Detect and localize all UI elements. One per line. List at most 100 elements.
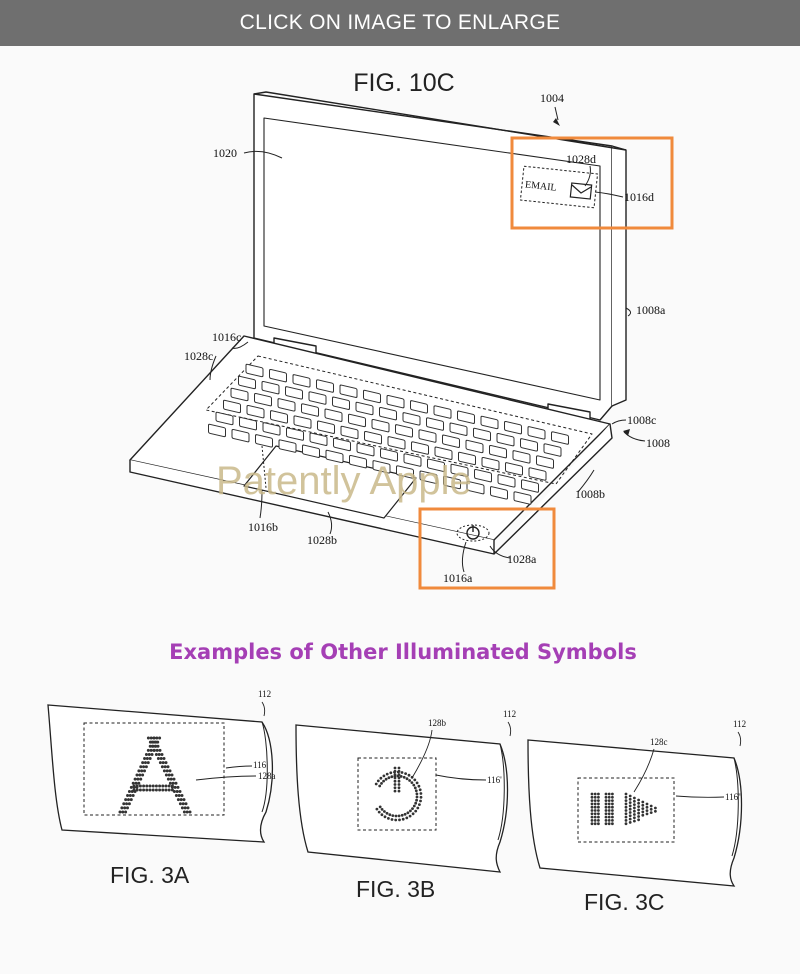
symbol-dot — [607, 805, 611, 809]
symbol-dot — [151, 788, 155, 792]
symbol-dot — [183, 806, 187, 810]
keyboard-key — [363, 389, 381, 404]
symbol-dot — [145, 784, 149, 788]
symbol-dot — [415, 798, 418, 802]
keyboard-key — [434, 446, 453, 460]
symbol-dot — [124, 798, 128, 802]
symbol-dot — [407, 773, 411, 777]
symbol-dot — [401, 817, 405, 821]
symbol-dot — [624, 822, 628, 826]
keyboard-key — [490, 486, 508, 500]
symbol-dot — [174, 781, 178, 785]
symbol-dot — [628, 801, 632, 804]
symbol-dot — [645, 809, 649, 812]
symbol-dot — [384, 777, 388, 781]
keyboard-key — [528, 467, 547, 481]
fig-3b-ref-128: 128b — [428, 718, 447, 728]
power-icon — [466, 525, 480, 540]
symbol-dot — [597, 812, 600, 816]
ref-1008a: 1008a — [636, 303, 666, 317]
symbol-dot — [590, 792, 594, 796]
symbol-dot — [142, 788, 146, 792]
symbol-dot — [180, 806, 184, 810]
enlarge-banner[interactable]: CLICK ON IMAGE TO ENLARGE — [0, 0, 800, 46]
symbol-dot — [157, 752, 161, 756]
symbol-dot — [607, 802, 611, 806]
symbol-dot — [607, 809, 611, 812]
symbol-dot — [160, 752, 164, 756]
ref-1016d: 1016d — [624, 190, 654, 204]
letter-a-icon — [118, 736, 192, 814]
symbol-dot — [382, 779, 385, 783]
symbol-dot — [607, 822, 611, 826]
symbol-dot — [156, 757, 160, 761]
symbol-dot — [628, 797, 632, 801]
symbol-dot — [161, 788, 165, 792]
symbol-dot — [186, 806, 190, 810]
play-pause-icon — [590, 792, 657, 826]
symbol-dot — [173, 785, 177, 789]
symbol-dot — [417, 784, 421, 788]
keyboard-key — [348, 413, 366, 428]
symbol-dot — [597, 805, 600, 809]
symbol-dot — [393, 776, 397, 780]
symbol-dot — [633, 799, 636, 803]
symbol-dot — [137, 781, 141, 785]
keyboard-key — [208, 423, 226, 438]
symbol-dot — [131, 794, 135, 798]
symbol-dot — [406, 811, 410, 815]
fig-3a: 112 116 128a FIG. 3A — [47, 689, 276, 888]
symbol-dot — [145, 757, 149, 761]
symbol-dot — [637, 815, 640, 818]
ref-1016c: 1016c — [212, 330, 241, 344]
symbol-dot — [405, 816, 409, 820]
symbol-dot — [138, 773, 142, 777]
symbol-dot — [154, 744, 158, 748]
symbol-dot — [162, 769, 166, 773]
fig-3a-ref-116: 116 — [253, 760, 267, 770]
symbol-dot — [140, 769, 144, 773]
ref-1016a: 1016a — [443, 571, 473, 585]
keyboard-key — [364, 430, 382, 445]
keyboard-key — [481, 456, 500, 471]
symbol-dot — [645, 805, 649, 809]
keyboard-key — [512, 450, 531, 464]
keyboard-key — [426, 417, 444, 431]
symbol-dot — [590, 822, 594, 826]
keyboard-key — [339, 384, 358, 398]
symbol-dot — [394, 814, 398, 818]
symbol-dot — [152, 736, 156, 740]
keyboard-key — [458, 451, 476, 466]
symbol-dot — [118, 810, 122, 814]
keyboard-key — [316, 379, 334, 393]
symbol-dot — [624, 795, 628, 799]
symbol-dot — [649, 811, 653, 814]
symbol-dot — [379, 776, 383, 780]
symbol-dot — [419, 799, 422, 803]
keyboard-key — [465, 439, 484, 454]
symbol-dot — [637, 818, 640, 822]
symbol-dot — [126, 794, 130, 798]
patent-image[interactable]: FIG. 10C EMAIL — [0, 46, 800, 974]
symbol-dot — [590, 805, 594, 809]
keyboard-key — [450, 463, 469, 478]
symbol-dot — [637, 801, 640, 805]
symbol-dot — [611, 822, 614, 826]
highlight-box-power — [418, 507, 556, 590]
symbol-dot — [131, 781, 135, 785]
symbol-dot — [400, 771, 404, 774]
symbol-dot — [415, 795, 419, 799]
keyboard-key — [427, 458, 445, 472]
symbol-dot — [164, 773, 168, 777]
symbol-dot — [410, 781, 414, 784]
fig-3a-title: FIG. 3A — [110, 862, 190, 888]
symbol-dot — [400, 813, 404, 817]
symbol-dot — [151, 784, 155, 788]
symbol-dot — [380, 813, 384, 817]
symbol-dot — [649, 807, 653, 811]
symbol-dot — [604, 802, 608, 806]
symbol-dot — [590, 795, 594, 799]
ref-1028d: 1028d — [566, 152, 596, 166]
symbol-dot — [611, 815, 614, 819]
keyboard — [208, 363, 569, 505]
